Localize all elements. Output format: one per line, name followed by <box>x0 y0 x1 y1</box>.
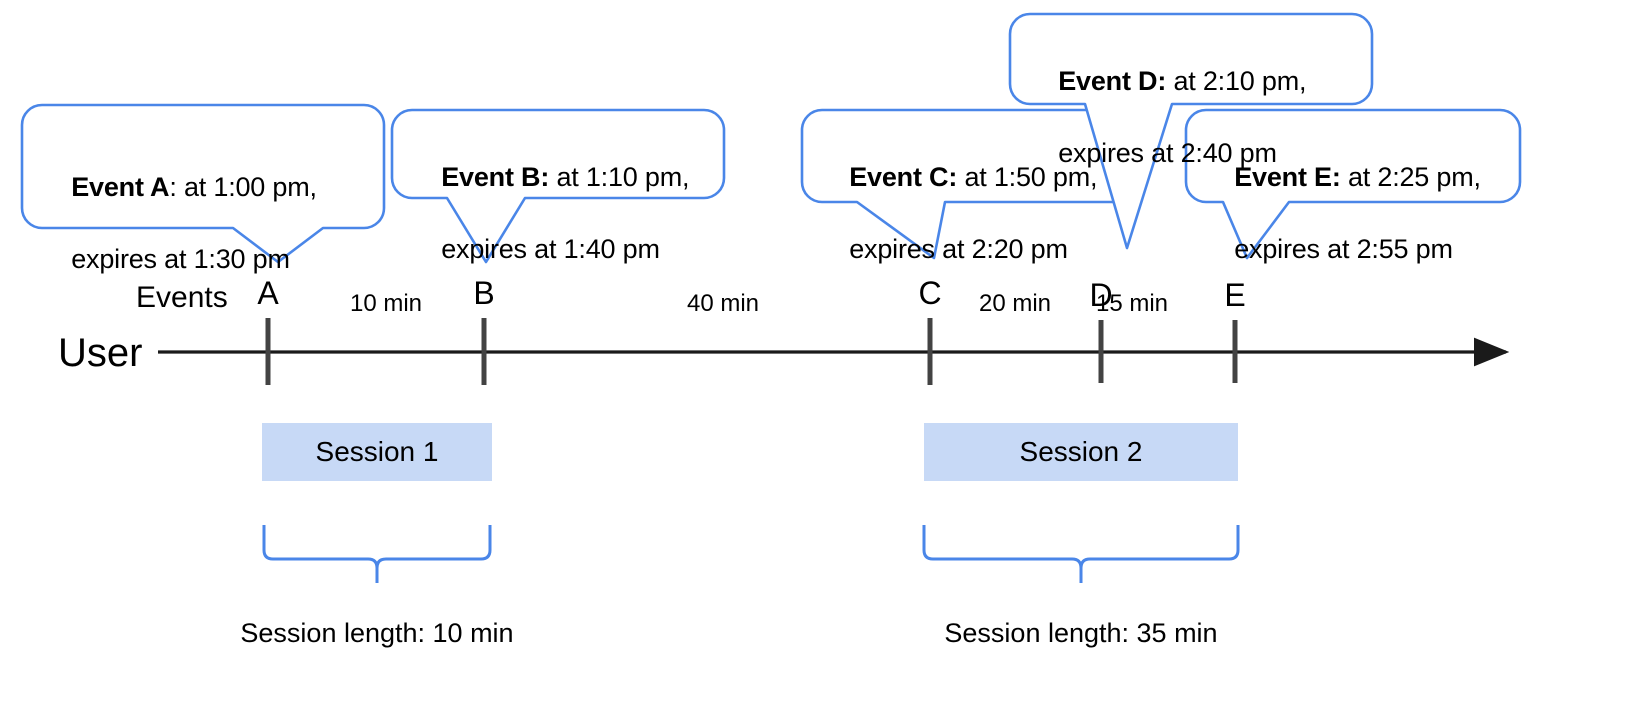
callout-b-detail-2: expires at 1:40 pm <box>441 234 660 264</box>
brace-session-2 <box>922 525 1240 583</box>
gap-label-a-b: 10 min <box>349 290 423 317</box>
session-box-1: Session 1 <box>262 423 492 481</box>
callout-a-detail-2: expires at 1:30 pm <box>71 244 290 274</box>
session-box-2: Session 2 <box>924 423 1238 481</box>
callout-e-text: Event E: at 2:25 pm, expires at 2:55 pm <box>1205 123 1481 303</box>
brace-session-1 <box>262 525 492 583</box>
session-2-label: Session 2 <box>1019 436 1143 467</box>
callout-d-detail-1: at 2:10 pm, <box>1166 66 1307 96</box>
callout-d-event-name: Event D <box>1058 66 1158 96</box>
callout-d-text: Event D: at 2:10 pm, expires at 2:40 pm <box>1029 27 1306 207</box>
callout-a-shape <box>20 103 386 264</box>
gap-label-b-c: 40 min <box>686 290 760 317</box>
callout-e-detail-1: at 2:25 pm, <box>1340 162 1481 192</box>
callout-a-detail-1: at 1:00 pm, <box>176 172 317 202</box>
callout-b-detail-1: at 1:10 pm, <box>549 162 690 192</box>
callout-d-separator: : <box>1157 66 1167 96</box>
tick-label-d: D <box>1089 277 1113 313</box>
callout-c-event-name: Event C <box>849 162 949 192</box>
tick-label-c: C <box>918 275 942 311</box>
callout-d-detail-2: expires at 2:40 pm <box>1058 138 1277 168</box>
callout-b-separator: : <box>540 162 550 192</box>
callout-c-detail-2: expires at 2:20 pm <box>849 234 1068 264</box>
callout-c-text: Event C: at 1:50 pm, expires at 2:20 pm <box>820 123 1097 303</box>
axis-events-label: Events <box>136 281 228 314</box>
callout-b-event-name: Event B <box>441 162 541 192</box>
callout-e-event-name: Event E <box>1234 162 1332 192</box>
callout-e-detail-2: expires at 2:55 pm <box>1234 234 1453 264</box>
callout-c-detail-1: at 1:50 pm, <box>957 162 1098 192</box>
tick-label-e: E <box>1224 277 1246 313</box>
callout-d-shape <box>1008 12 1374 250</box>
callout-a-separator: : <box>169 172 177 202</box>
session-1-label: Session 1 <box>315 436 439 467</box>
session-1-length-label: Session length: 10 min <box>240 618 514 648</box>
tick-label-b: B <box>473 275 495 311</box>
gap-label-d-e: 15 min <box>1095 290 1169 317</box>
callout-a-text: Event A: at 1:00 pm, expires at 1:30 pm <box>42 133 317 313</box>
gap-label-c-d: 20 min <box>978 290 1052 317</box>
session-2-length-label: Session length: 35 min <box>944 618 1218 648</box>
callout-e-shape <box>1184 108 1522 260</box>
callout-a-event-name: Event A <box>71 172 170 202</box>
callout-c-separator: : <box>948 162 958 192</box>
callout-b-shape <box>390 108 726 264</box>
callout-e-separator: : <box>1331 162 1341 192</box>
callout-b-text: Event B: at 1:10 pm, expires at 1:40 pm <box>412 123 689 303</box>
axis-user-label: User <box>58 331 143 375</box>
tick-label-a: A <box>257 275 279 311</box>
